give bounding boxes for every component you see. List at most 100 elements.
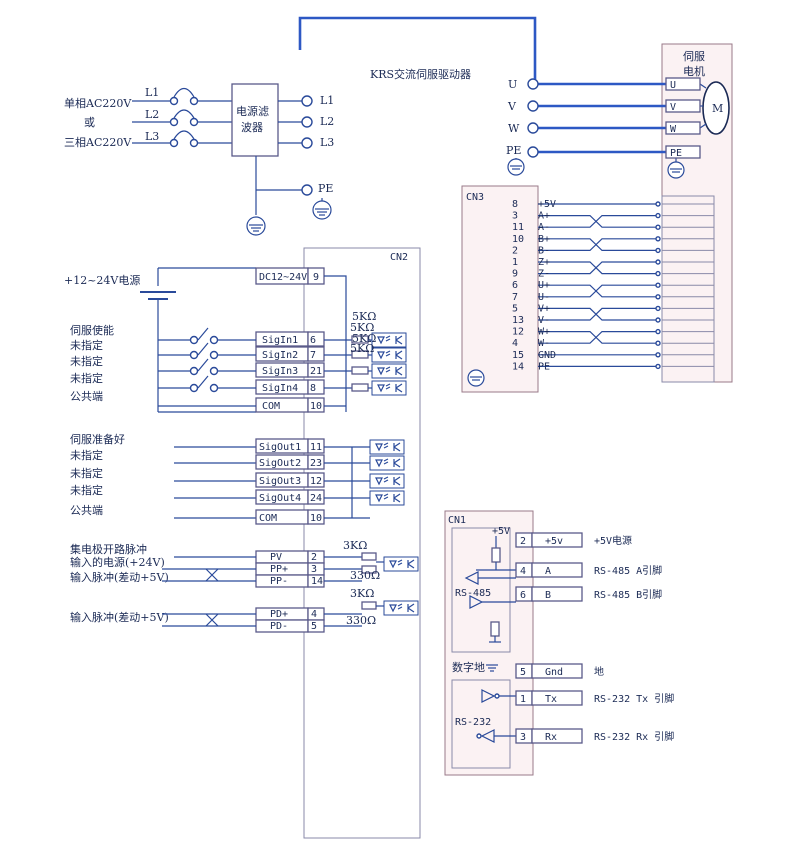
cn3-pin-num: 9 — [512, 269, 518, 280]
dir-pin-name: PD+ — [270, 609, 288, 620]
motor-pin-pe: PE — [670, 148, 682, 159]
cn2-input-resistor: 5KΩ — [350, 321, 374, 334]
cn2-input-pin-num: 7 — [310, 350, 316, 361]
pulse-label-2: 输入的电源(+24V) — [70, 555, 165, 569]
cn2-output-pin-num: 11 — [310, 442, 322, 453]
cn2-power-rail — [324, 275, 347, 412]
drive-pin-u: U — [508, 78, 517, 91]
motor-phase-wiring — [515, 82, 707, 164]
cn2-output-pin-num: 23 — [310, 458, 322, 469]
cn2-input-pin-name: SigIn2 — [262, 350, 298, 361]
cn3-pin-num: 15 — [512, 350, 524, 361]
rs232-transceiver — [476, 689, 516, 743]
drive-pin-pe: PE — [506, 144, 521, 157]
cn2-output-pin-name: SigOut3 — [259, 476, 301, 487]
dir-pin-num: 5 — [311, 621, 317, 632]
cn3-pin-name: +5V — [538, 199, 556, 210]
cn3-pin-num: 3 — [512, 211, 518, 222]
pulse-label-3: 输入脉冲(差动+5V) — [70, 570, 169, 584]
cn1-pin-name: +5v — [545, 536, 563, 547]
pulse-pin-name: PP- — [270, 576, 288, 587]
cn1-plus5v: +5V — [492, 526, 510, 537]
cn2-input-pin-name: SigIn4 — [262, 383, 298, 394]
drive-housing-bus — [298, 16, 537, 50]
motor-label-2: 电机 — [683, 64, 705, 78]
cn1-pin-desc: 地 — [594, 665, 604, 678]
cn2-power-pin-num: 9 — [313, 272, 319, 283]
cn3-pin-name: V- — [538, 315, 550, 326]
drive-pin-w: W — [508, 122, 520, 135]
dir-r2: 330Ω — [346, 614, 376, 627]
cn3-pin-num: 2 — [512, 245, 518, 256]
cn3-pin-name: W- — [538, 338, 550, 349]
cn3-pin-num: 1 — [512, 257, 518, 268]
pulse-r2: 330Ω — [350, 569, 380, 582]
supply-three-phase: 三相AC220V — [64, 136, 132, 149]
cn2-output-pin-num: 24 — [310, 493, 322, 504]
cn2-output-label: 伺服准备好 — [70, 432, 125, 446]
power-filter-label-2: 波器 — [241, 121, 263, 134]
cn3-pin-num: 6 — [512, 280, 518, 291]
motor-pin-v: V — [670, 102, 676, 113]
motor-pin-w: W — [670, 124, 677, 135]
drive-terminal-l3: L3 — [320, 136, 334, 149]
drive-power-terminals — [301, 95, 313, 196]
motor-pin-u: U — [670, 80, 676, 91]
motor-pin-boxes — [665, 77, 701, 159]
cn3-pin-name: B- — [538, 245, 550, 256]
supply-line-l2: L2 — [145, 108, 159, 121]
drive-terminal-l1: L1 — [320, 94, 334, 107]
cn2-output-pin-num: 10 — [310, 513, 322, 524]
drive-motor-terminals — [527, 50, 539, 158]
cn2-input-resistor: 5KΩ — [350, 342, 374, 355]
cn3-pin-name: A+ — [538, 211, 550, 222]
cn2-input-label: 未指定 — [70, 354, 103, 368]
cn2-output-pin-name: COM — [259, 513, 277, 524]
dir-label: 输入脉冲(差动+5V) — [70, 610, 169, 624]
cn1-pin-desc: RS-485 A引脚 — [594, 564, 662, 577]
dir-pin-name: PD- — [270, 621, 288, 632]
cn3-pin-name: V+ — [538, 303, 550, 314]
supply-line-l1: L1 — [145, 86, 159, 99]
ground-icon — [507, 158, 525, 176]
ground-icon — [246, 216, 266, 236]
pulse-twisted-wire — [162, 568, 256, 582]
cn1-pin-name: Rx — [545, 732, 557, 743]
cn1-pin-name: Tx — [545, 694, 557, 705]
cn2-output-label: 未指定 — [70, 466, 103, 480]
cn2-input-label: 伺服使能 — [70, 323, 114, 337]
cn2-input-pin-name: SigIn3 — [262, 366, 298, 377]
cn2-input-pin-name: SigIn1 — [262, 335, 298, 346]
cn2-output-pin-name: SigOut2 — [259, 458, 301, 469]
motor-symbol-m: M — [712, 102, 723, 115]
cn2-input-pin-num: 21 — [310, 366, 322, 377]
pulse-pin-name: PV — [270, 552, 282, 563]
drive-pin-v: V — [507, 100, 517, 113]
cn3-pin-name: Z- — [538, 269, 550, 280]
cn3-pin-num: 11 — [512, 222, 524, 233]
pulse-pin-num: 3 — [311, 564, 317, 575]
drive-title: KRS交流伺服驱动器 — [370, 67, 471, 81]
cn1-pin-num: 6 — [520, 590, 526, 601]
ground-icon — [467, 369, 485, 387]
cn2-power-pin-name: DC12~24V — [259, 272, 307, 283]
cn2-output-pin-name: SigOut4 — [259, 493, 301, 504]
cn2-label: CN2 — [390, 252, 408, 263]
cn2-input-pin-num: 8 — [310, 383, 316, 394]
motor-label-1: 伺服 — [683, 50, 705, 63]
cn3-pin-num: 4 — [512, 338, 518, 349]
cn1-pin-num: 5 — [520, 667, 526, 678]
cn2-input-pin-num: 10 — [310, 401, 322, 412]
cn1-pin-desc: RS-232 Rx 引脚 — [594, 730, 674, 743]
rs232-block — [451, 679, 511, 769]
ground-icon — [667, 161, 685, 179]
cn1-pin-desc: RS-232 Tx 引脚 — [594, 692, 674, 705]
cn1-pin-num: 1 — [520, 694, 526, 705]
power-filter-label-1: 电源滤 — [236, 104, 269, 118]
cn1-pin-name: Gnd — [545, 667, 563, 678]
